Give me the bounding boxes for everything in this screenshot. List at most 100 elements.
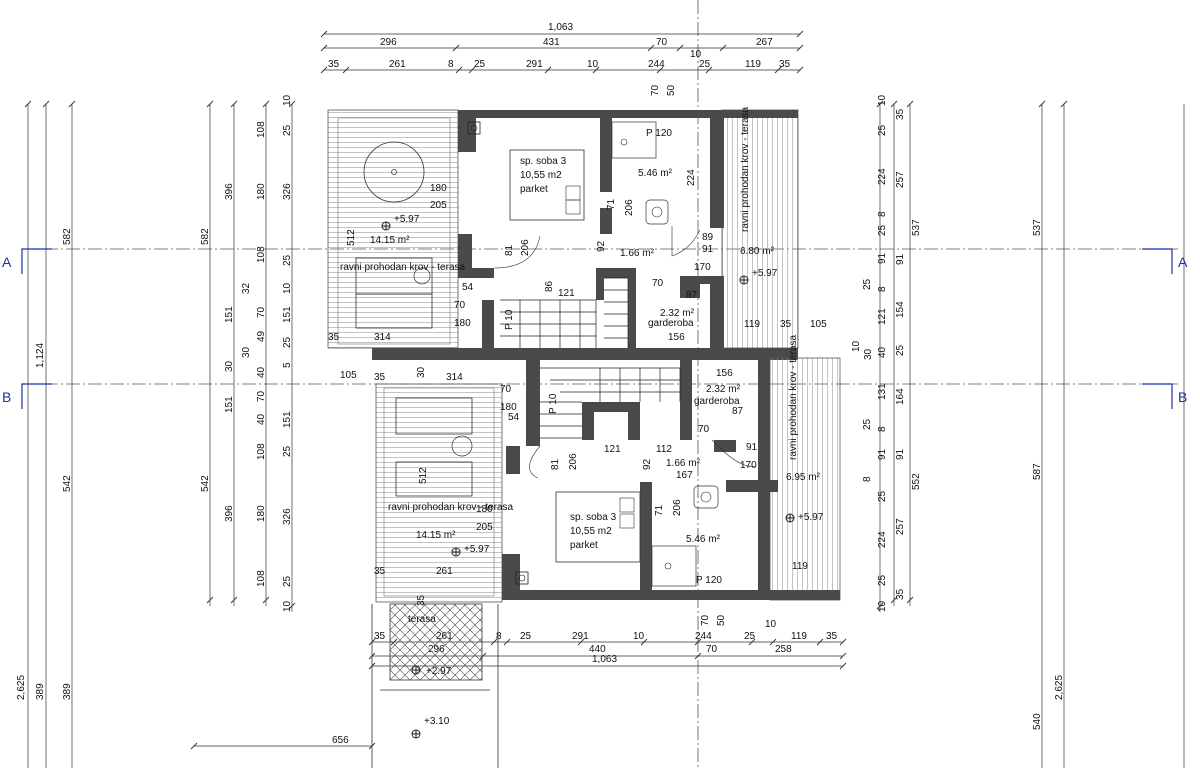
upper-tub [363, 141, 425, 203]
dim-right: 224 [877, 168, 888, 185]
upper-wardrobe-name: garderoba [648, 318, 694, 329]
dim-left: 40 [256, 366, 267, 378]
axis-markers [21, 248, 1173, 409]
upper-inner-dim: 92 [596, 240, 607, 252]
lower-inner-dim: 50 [716, 614, 727, 626]
upper-inner-dim: 50 [666, 84, 677, 96]
lower-stair-label: P 10 [548, 393, 559, 414]
dim-top-row2: 70 [656, 37, 668, 48]
dim-bottom-row1: 10 [765, 619, 777, 630]
dim-bottom-row1: 25 [520, 631, 532, 642]
lower-inner-dim: 105 [340, 370, 357, 381]
lower-bedroom-area: 10,55 m2 [570, 526, 612, 537]
lower-column-icon [515, 571, 529, 585]
upper-bath-door: P 120 [646, 128, 672, 139]
dim-left: 25 [282, 336, 293, 348]
dim-left: 582 [62, 228, 73, 245]
entry-level-marker-1-cross [412, 666, 420, 674]
dim-left: 25 [282, 575, 293, 587]
dim-right: 91 [895, 448, 906, 460]
upper-inner-dim: 170 [694, 262, 711, 273]
axis-label-a-right: A [1178, 254, 1188, 270]
dim-right: 40 [877, 346, 888, 358]
dim-left: 542 [200, 475, 211, 492]
dim-bottom-row1: 35 [374, 631, 386, 642]
lower-shower [651, 545, 697, 587]
lower-sunbed-2 [395, 461, 473, 497]
dimension-lines [27, 33, 1185, 768]
dim-bottom-row2: 258 [775, 644, 792, 655]
upper-terrace-left-name: ravni prohodan krov - terasa [340, 262, 466, 273]
dim-left: 389 [35, 683, 46, 700]
lower-terrace-right-level: +5.97 [798, 512, 824, 523]
dim-right: 91 [877, 448, 888, 460]
dim-top-row3: 10 [587, 59, 599, 70]
dim-bottom-row1: 8 [496, 631, 502, 642]
upper-bed-pillow-2 [565, 185, 581, 201]
dim-right: 537 [911, 219, 922, 236]
entry-labels: terasa +2.97 +3.10 [408, 614, 452, 727]
lower-inner-dim: 112 [656, 444, 672, 455]
entry-level-marker-2-cross [412, 730, 420, 738]
upper-unit [327, 109, 799, 360]
upper-toilet-icon [620, 138, 628, 146]
entry-level-2: +3.10 [424, 716, 450, 727]
lower-level-marker-right-cross [786, 514, 794, 522]
upper-door-swing [493, 226, 701, 269]
lower-bath-area: 5.46 m² [686, 534, 721, 545]
lower-inner-dim: 167 [676, 470, 693, 481]
entry-terrace-floor [389, 603, 483, 681]
lower-terrace-left-floor [375, 383, 503, 603]
lower-inner-dim: 35 [374, 372, 386, 383]
upper-level-marker-right-cross [740, 276, 748, 284]
dim-left: 1,124 [35, 343, 46, 368]
upper-inner-dim: 70 [454, 300, 466, 311]
dim-left: 151 [224, 396, 235, 413]
dim-left: 10 [282, 94, 293, 106]
upper-inner-dim: 205 [430, 200, 447, 211]
upper-inner-dim: 87 [686, 290, 698, 301]
lower-inner-dim: 206 [568, 453, 579, 470]
dim-left: 326 [282, 508, 293, 525]
lower-wardrobe-name: garderoba [694, 396, 740, 407]
dim-top-row2: 431 [543, 37, 560, 48]
dim-right: 25 [895, 344, 906, 356]
upper-terrace-right-name: ravni prohodan krov - terasa [740, 106, 751, 232]
upper-inner-dim: 180 [454, 318, 471, 329]
axis-label-b-left: B [2, 389, 11, 405]
dim-right: 154 [895, 301, 906, 318]
axis-label-a-left: A [2, 254, 12, 270]
dim-right: 25 [862, 278, 873, 290]
dim-right: 257 [895, 171, 906, 188]
dim-right: 25 [877, 124, 888, 136]
upper-column-icon [467, 121, 481, 135]
lower-inner-dim: 87 [732, 406, 744, 417]
dim-right: 35 [895, 588, 906, 600]
upper-inner-dim: 224 [686, 169, 697, 186]
upper-stair-label: P 10 [504, 309, 515, 330]
dim-left: 40 [256, 413, 267, 425]
upper-bedroom-area: 10,55 m2 [520, 170, 562, 181]
dim-left: 396 [224, 183, 235, 200]
dim-top-row3: 119 [745, 59, 761, 70]
lower-terrace-left-level: +5.97 [464, 544, 490, 555]
lower-terrace-left-area: 14.15 m² [416, 530, 456, 541]
upper-terrace-left-floor [327, 109, 459, 349]
upper-terrace-right-level: +5.97 [752, 268, 778, 279]
dim-left: 108 [256, 443, 267, 460]
lower-hall-area: 1.66 m² [666, 458, 701, 469]
lower-bed-pillow-1 [619, 497, 635, 513]
dim-right: 8 [877, 211, 888, 217]
lower-sunbed-pillow [451, 435, 473, 457]
lower-sunbed-1 [395, 397, 473, 435]
upper-sink-bowl [651, 206, 663, 218]
upper-terrace-right-area: 6.80 m² [740, 246, 775, 257]
upper-bath-area: 5.46 m² [638, 168, 673, 179]
left-dimensions: 2,625 389 582 1,124 542 389 582 542 396 … [16, 94, 293, 700]
dim-bottom-row1: 244 [695, 631, 712, 642]
dim-top-row3: 261 [389, 59, 406, 70]
upper-inner-dim: 81 [504, 244, 515, 256]
dim-right: 25 [877, 490, 888, 502]
lower-terrace-right-name: ravni prohodan krov - terasa [788, 334, 799, 460]
